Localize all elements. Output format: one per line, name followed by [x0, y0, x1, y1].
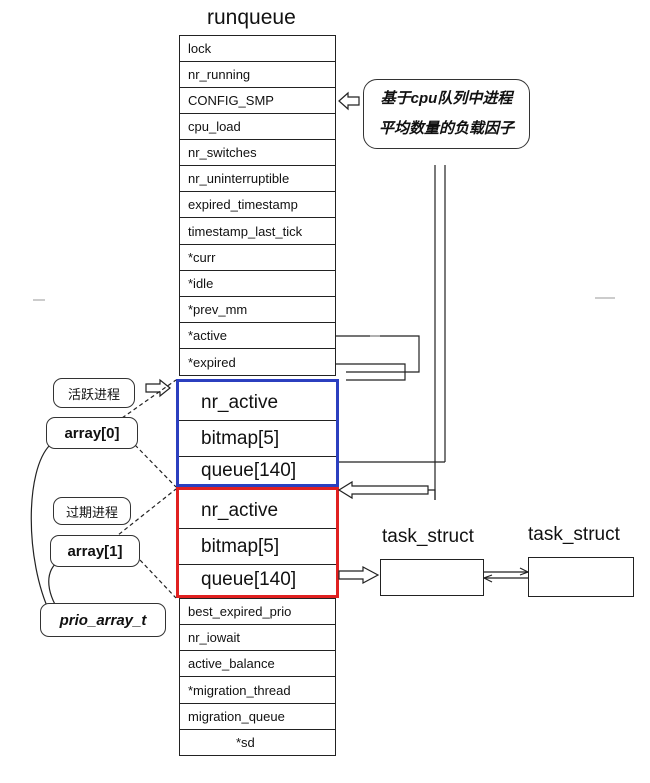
hollow-arrow-queue: [338, 566, 380, 584]
runqueue-title: runqueue: [207, 6, 296, 29]
array0-label: array[0]: [46, 417, 138, 449]
prio-array-active: nr_active bitmap[5] queue[140]: [176, 379, 339, 487]
field-expired-timestamp: expired_timestamp: [179, 191, 336, 218]
field-sd: *sd: [179, 729, 336, 756]
field-migration-queue: migration_queue: [179, 703, 336, 730]
field-expired: *expired: [179, 348, 336, 376]
pa1-nr-active: nr_active: [201, 500, 279, 521]
pa0-nr-active: nr_active: [201, 392, 279, 413]
hollow-arrow-active: [145, 378, 171, 398]
expired-process-label: 过期进程: [53, 497, 131, 525]
task-struct-box-2: [528, 557, 634, 597]
hollow-arrow-config-smp: [338, 91, 360, 111]
field-nr-uninterruptible: nr_uninterruptible: [179, 165, 336, 192]
pa1-queue: queue[140]: [179, 564, 336, 595]
task-struct-box-1: [380, 559, 484, 596]
active-process-label: 活跃进程: [53, 378, 135, 408]
task-struct-label-1: task_struct: [382, 526, 474, 547]
task-struct-label-2: task_struct: [528, 524, 620, 545]
prio-array-expired: nr_active bitmap[5] queue[140]: [176, 487, 339, 598]
field-nr-iowait: nr_iowait: [179, 624, 336, 651]
cpu-load-note-line1: 基于cpu队列中进程: [380, 90, 513, 107]
pa0-queue: queue[140]: [179, 456, 336, 484]
prio-array-t-label: prio_array_t: [40, 603, 166, 637]
field-migration-thread: *migration_thread: [179, 676, 336, 704]
array1-label: array[1]: [50, 535, 140, 567]
field-active: *active: [179, 322, 336, 349]
hollow-arrow-expired: [337, 480, 429, 500]
pa1-bitmap: bitmap[5]: [179, 528, 336, 564]
cpu-load-note: 基于cpu队列中进程 平均数量的负载因子: [363, 79, 530, 149]
field-cpu-load: cpu_load: [179, 113, 336, 140]
field-nr-switches: nr_switches: [179, 139, 336, 166]
pa0-bitmap: bitmap[5]: [179, 420, 336, 456]
cpu-load-note-line2: 平均数量的负载因子: [378, 120, 514, 137]
field-nr-running: nr_running: [179, 61, 336, 88]
